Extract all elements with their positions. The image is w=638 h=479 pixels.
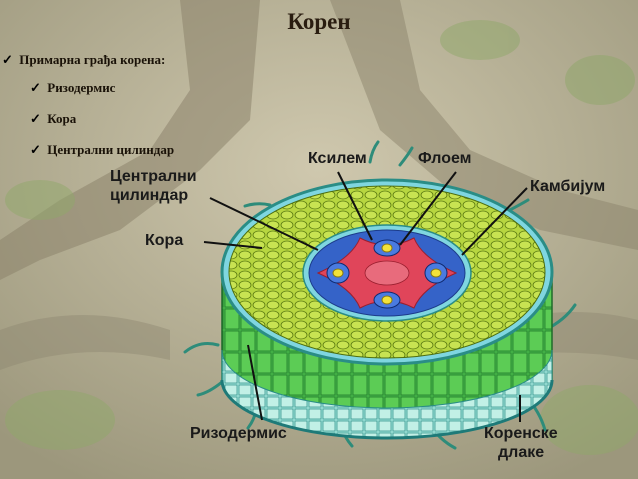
label-cortex: Кора: [145, 232, 184, 249]
bullet-item: ✓ Централни цилиндар: [30, 134, 174, 165]
label-xylem: Ксилем: [308, 150, 367, 167]
bullet-text: Примарна грађа корена:: [19, 52, 166, 67]
bullet-list: ✓ Примарна грађа корена: ✓ Ризодермис ✓ …: [0, 48, 174, 165]
checkmark-icon: ✓: [30, 111, 41, 126]
bullet-item: ✓ Примарна грађа корена:: [2, 48, 174, 72]
label-phloem: Флоем: [418, 150, 472, 167]
label-root-hairs-line2: длаке: [498, 444, 545, 461]
checkmark-icon: ✓: [30, 142, 41, 157]
bullet-item: ✓ Ризодермис: [30, 72, 174, 103]
bullet-item: ✓ Кора: [30, 103, 174, 134]
bullet-text: Кора: [47, 111, 77, 126]
label-cambium: Камбијум: [530, 178, 606, 195]
bullet-text: Централни цилиндар: [47, 142, 175, 157]
checkmark-icon: ✓: [30, 80, 41, 95]
slide-title: Корен: [287, 9, 351, 34]
label-root-hairs-line1: Коренске: [484, 425, 558, 442]
checkmark-icon: ✓: [2, 52, 13, 67]
phloem-bundles: [326, 239, 448, 309]
label-central-cylinder-line2: цилиндар: [110, 187, 189, 204]
label-central-cylinder-line1: Централни: [110, 168, 197, 185]
bullet-text: Ризодермис: [47, 80, 116, 95]
label-rhizodermis: Ризодермис: [190, 425, 287, 442]
